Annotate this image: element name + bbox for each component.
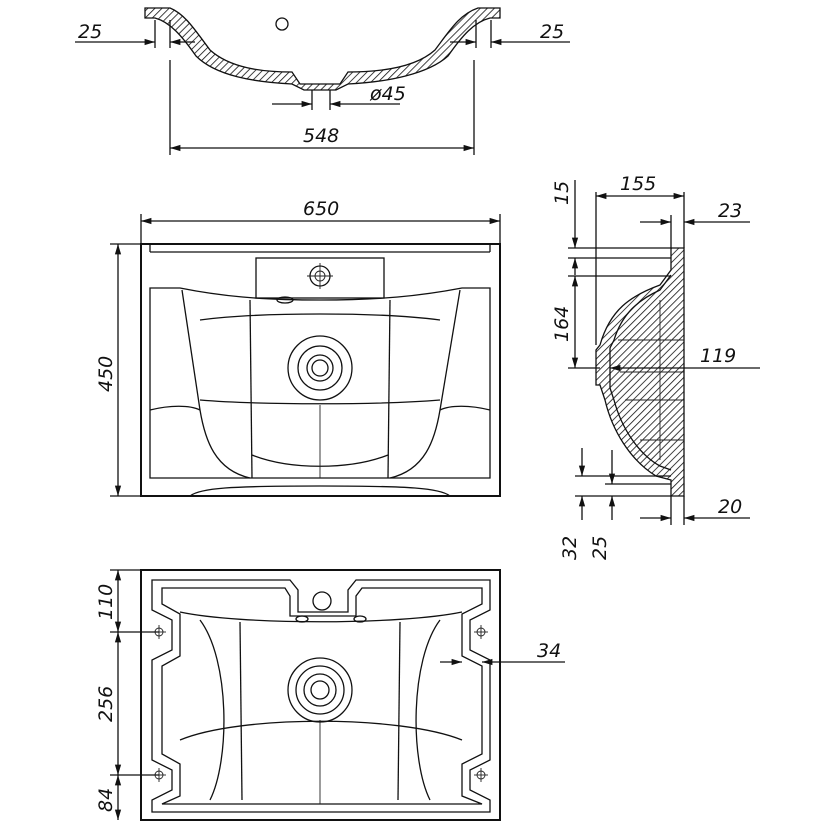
- dim-bottom-256: 256: [95, 686, 117, 722]
- basin-section-profile: [144, 7, 501, 91]
- section-view-top: 25 25 ø45 548: [75, 7, 570, 155]
- bottom-drain-icon: [287, 657, 353, 723]
- overflow-hole-icon: [275, 17, 289, 31]
- side-view: 155 23 15 164 119 20 32 25: [551, 173, 760, 560]
- dim-side-bottom-b: 25: [589, 536, 611, 560]
- dim-side-bottom-a: 32: [559, 536, 581, 560]
- bottom-view: 110 256 84 34: [95, 569, 565, 821]
- dim-side-rim: 23: [718, 200, 742, 222]
- dim-side-bowl-height: 164: [551, 306, 573, 342]
- dim-inner-width: 548: [303, 125, 339, 147]
- dim-side-drain-offset: 119: [700, 345, 736, 367]
- bottom-faucet-hole-icon: [312, 591, 332, 611]
- dim-top-left-rim: 25: [78, 21, 102, 43]
- dim-bottom-110: 110: [95, 584, 117, 620]
- dim-overall-depth: 450: [95, 356, 117, 392]
- dim-bottom-34: 34: [537, 640, 561, 662]
- dim-side-width: 155: [620, 173, 656, 195]
- dim-side-top: 15: [551, 181, 573, 205]
- dim-drain-diameter: ø45: [369, 83, 406, 105]
- dim-overall-width: 650: [303, 198, 339, 220]
- front-view: 650 450: [95, 198, 501, 497]
- dim-side-bottom-rim: 20: [718, 496, 742, 518]
- dim-top-right-rim: 25: [540, 21, 564, 43]
- dim-bottom-84: 84: [95, 788, 117, 812]
- drain-icon: [287, 335, 353, 401]
